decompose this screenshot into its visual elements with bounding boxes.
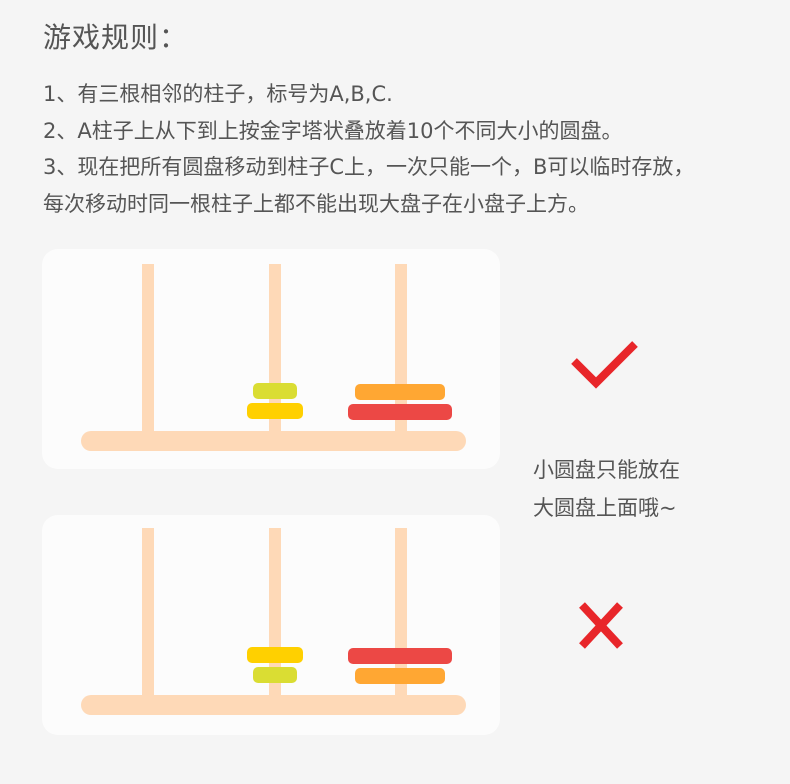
rule-3: 3、现在把所有圆盘移动到柱子C上，一次只能一个，B可以临时存放， (43, 155, 695, 179)
hint-note: 小圆盘只能放在 大圆盘上面哦~ (533, 451, 680, 527)
rules-list: 1、有三根相邻的柱子，标号为A,B,C. 2、A柱子上从下到上按金字塔状叠放着1… (43, 76, 694, 222)
tower-base (81, 431, 466, 451)
disk-red (348, 404, 452, 420)
peg-a (142, 528, 154, 700)
disk-orange (355, 384, 445, 400)
hint-line-2: 大圆盘上面哦~ (533, 496, 677, 520)
cross-icon (579, 602, 623, 649)
disk-lime (253, 667, 297, 683)
tower-base (81, 695, 466, 715)
rule-2: 2、A柱子上从下到上按金字塔状叠放着10个不同大小的圆盘。 (43, 118, 623, 143)
rule-3-continued: 每次移动时同一根柱子上都不能出现大盘子在小盘子上方。 (43, 191, 589, 216)
correct-example-panel (42, 249, 500, 469)
disk-yellow (247, 647, 303, 663)
rules-title: 游戏规则： (43, 21, 189, 54)
disk-lime (253, 383, 297, 399)
hint-line-1: 小圆盘只能放在 (533, 458, 680, 482)
rule-1: 1、有三根相邻的柱子，标号为A,B,C. (43, 82, 393, 106)
checkmark-icon (571, 341, 638, 389)
disk-yellow (247, 403, 303, 419)
incorrect-example-panel (42, 515, 500, 735)
disk-orange (355, 668, 445, 684)
peg-a (142, 264, 154, 434)
disk-red (348, 648, 452, 664)
